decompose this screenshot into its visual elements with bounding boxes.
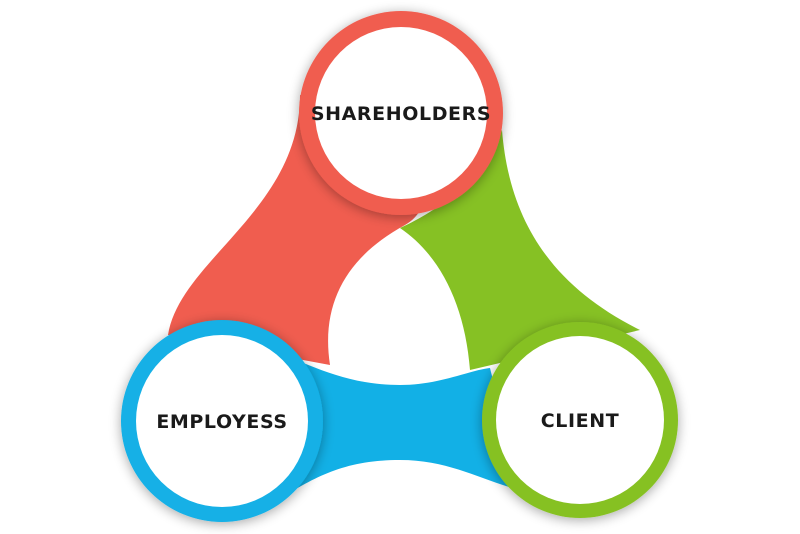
shareholders-node (299, 11, 503, 215)
client-circle (496, 336, 664, 504)
shareholders-circle (315, 27, 487, 199)
employess-connector-band (250, 340, 520, 505)
employess-label: EMPLOYESS (156, 411, 287, 433)
employess-circle (136, 335, 308, 507)
shareholders-label: SHAREHOLDERS (311, 103, 491, 125)
client-node (482, 322, 678, 518)
client-label: CLIENT (541, 410, 620, 432)
employess-node (121, 320, 323, 522)
